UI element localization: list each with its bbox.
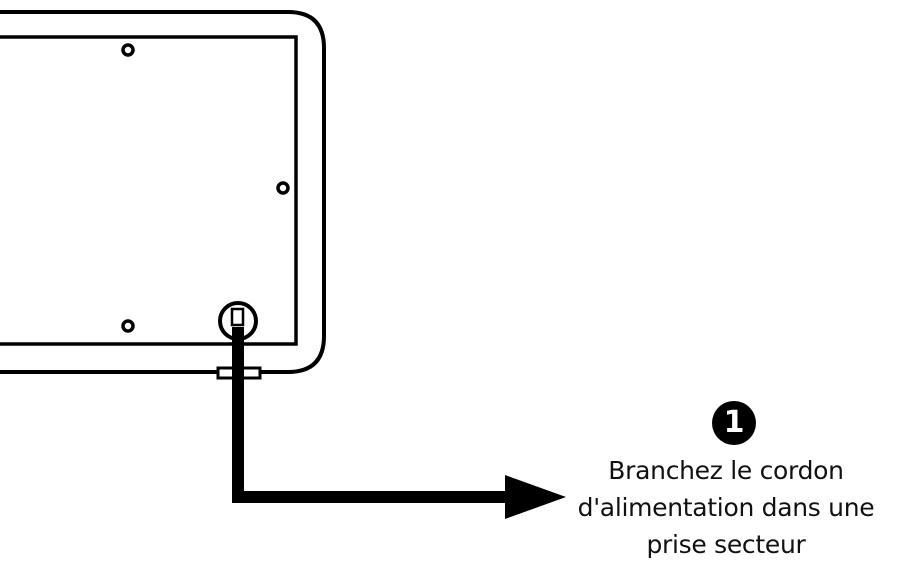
device-outer-frame	[0, 10, 326, 374]
instruction-line: prise secteur	[646, 530, 806, 559]
power-cord	[232, 327, 515, 503]
instruction-line: d'alimentation dans une	[577, 493, 875, 522]
power-plug	[230, 307, 245, 327]
screw-right	[276, 181, 290, 195]
step-instruction: Branchez le cordon d'alimentation dans u…	[570, 452, 882, 563]
instruction-line: Branchez le cordon	[608, 456, 844, 485]
screw-bottom	[121, 319, 135, 333]
device-inner-panel	[0, 35, 298, 346]
arrow-right-icon	[505, 475, 566, 519]
numbered-circle-icon: 1	[712, 401, 756, 445]
screw-top	[121, 43, 135, 57]
